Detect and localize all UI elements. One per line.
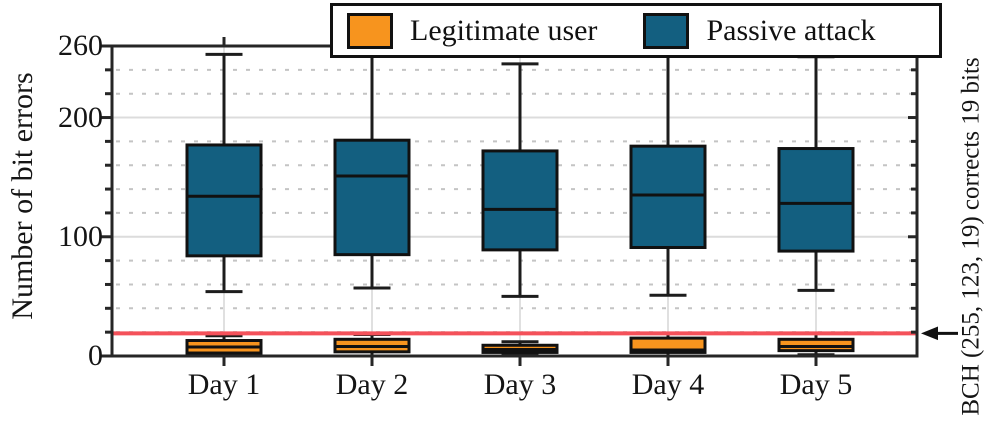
bch-threshold-annotation: BCH (255, 123, 19) corrects 19 bits	[957, 57, 985, 416]
box-passive-attack-day-3	[481, 149, 559, 252]
legend-label-legitimate-user: Legitimate user	[410, 13, 598, 47]
y-tick-label-260: 260	[58, 29, 103, 62]
y-tick-label-200: 200	[58, 100, 103, 134]
legend-swatch-legitimate-user	[347, 12, 393, 49]
x-tick-label-day-4: Day 4	[631, 368, 705, 401]
box-passive-attack-day-2	[333, 138, 411, 257]
legend-swatch-passive-attack	[643, 12, 690, 49]
box-passive-attack-day-4	[629, 144, 707, 249]
x-tick-label-day-5: Day 5	[779, 368, 853, 401]
legend: Legitimate user Passive attack	[330, 3, 942, 58]
x-tick-label-day-3: Day 3	[483, 368, 557, 401]
box-passive-attack-day-1	[185, 143, 263, 258]
x-tick-label-day-1: Day 1	[187, 368, 261, 401]
x-tick-label-day-2: Day 2	[335, 368, 409, 401]
legend-label-passive-attack: Passive attack	[706, 13, 876, 47]
threshold-arrow-head	[921, 326, 938, 341]
box-passive-attack-day-5	[777, 147, 855, 253]
y-tick-label-100: 100	[58, 219, 103, 253]
y-axis-title: Number of bit errors	[6, 72, 39, 320]
y-tick-label-0: 0	[88, 339, 103, 372]
